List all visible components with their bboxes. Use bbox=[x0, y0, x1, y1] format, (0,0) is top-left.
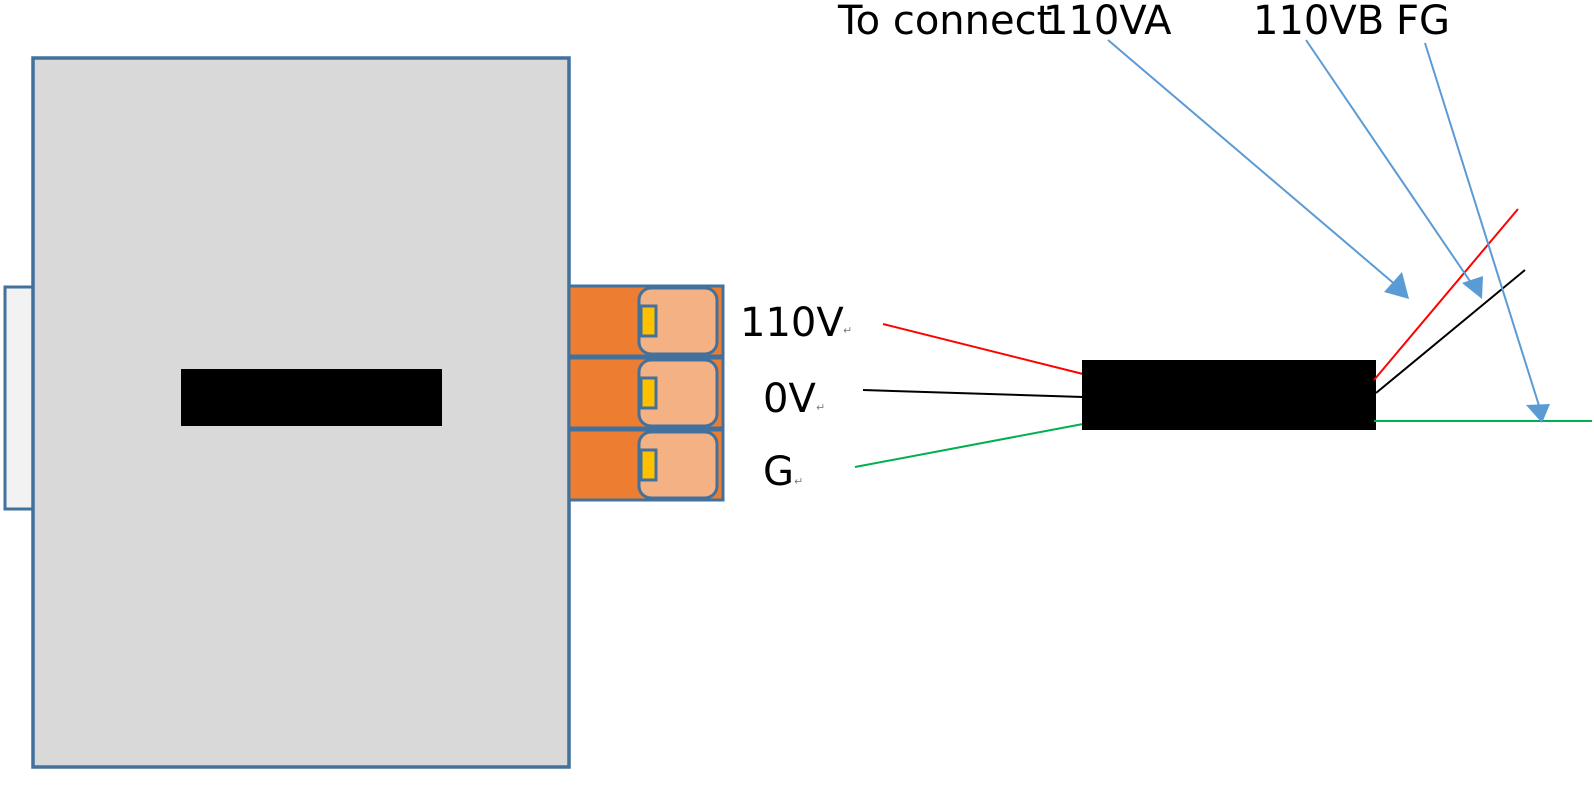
terminal-label-0v: 0V bbox=[763, 376, 816, 422]
terminal-contact-1 bbox=[639, 304, 658, 338]
terminal-label-110v: 110V bbox=[740, 300, 844, 346]
terminal-label-g: G bbox=[763, 449, 794, 495]
annotation-target-110vb: 110VB bbox=[1253, 0, 1384, 44]
terminal-lever-2 bbox=[637, 358, 719, 428]
paragraph-mark: ↵ bbox=[816, 401, 825, 414]
device-label-redacted bbox=[181, 369, 442, 426]
terminal-contact-2 bbox=[639, 376, 658, 410]
terminal-block bbox=[567, 284, 725, 502]
arrowhead-110va-icon bbox=[1384, 272, 1409, 299]
annotation-target-110va: 110VA bbox=[1043, 0, 1172, 44]
annotation-target-fg: FG bbox=[1396, 0, 1450, 44]
annotation-prefix: To connect bbox=[837, 0, 1052, 44]
wire-neutral-out bbox=[1375, 269, 1526, 394]
arrow-fg bbox=[1424, 42, 1542, 413]
terminal-lever-3 bbox=[637, 430, 719, 500]
wire-live-in bbox=[882, 323, 1084, 375]
wire-ground-in bbox=[854, 423, 1084, 468]
side-tab bbox=[3, 285, 36, 511]
wire-neutral-in bbox=[862, 389, 1084, 398]
arrowhead-fg-icon bbox=[1526, 404, 1550, 423]
arrow-110vb bbox=[1305, 39, 1477, 291]
paragraph-mark: ↵ bbox=[794, 475, 803, 488]
wire-live-out bbox=[1373, 208, 1519, 381]
terminal-contact-3 bbox=[639, 448, 658, 482]
arrowhead-110vb-icon bbox=[1462, 276, 1483, 299]
cable-redacted bbox=[1082, 360, 1376, 430]
arrow-110va bbox=[1107, 39, 1405, 293]
paragraph-mark: ↵ bbox=[843, 324, 852, 337]
terminal-lever-1 bbox=[637, 286, 719, 356]
